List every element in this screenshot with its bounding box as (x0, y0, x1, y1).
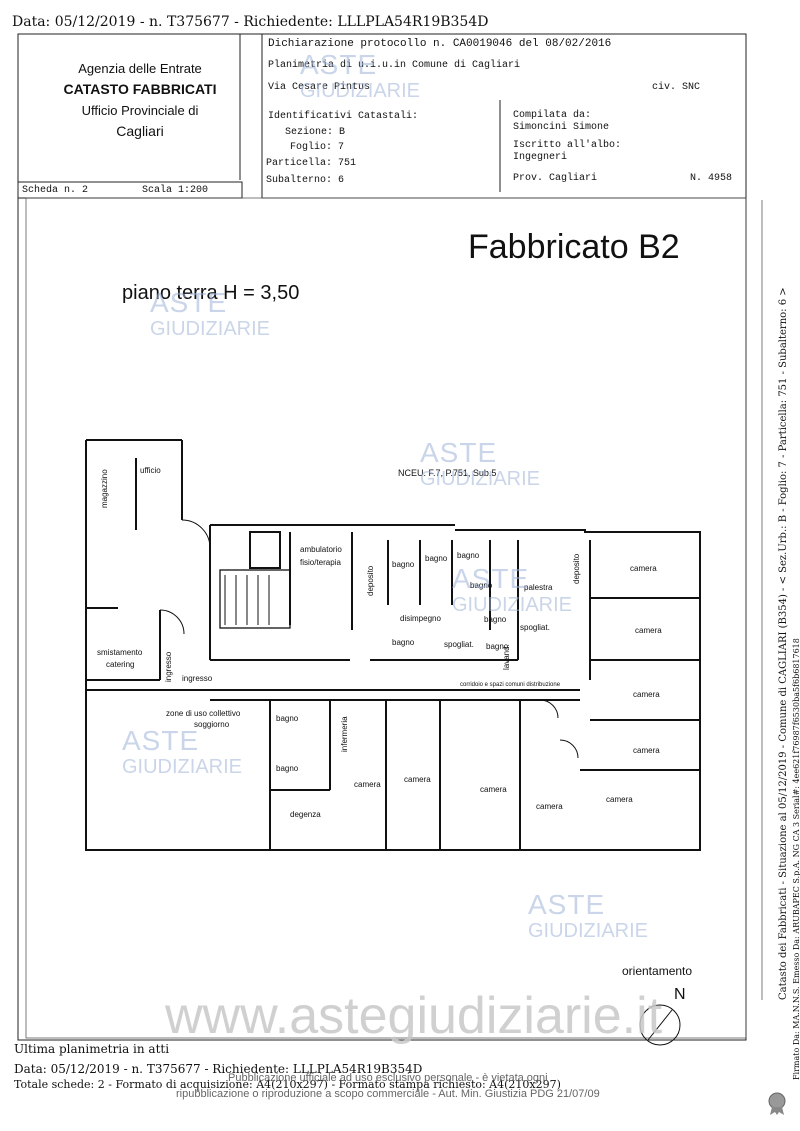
watermark-disclaimer2: ripubblicazione o riproduzione a scopo c… (176, 1088, 600, 1100)
room-catering: catering (106, 660, 135, 669)
watermark-brand-bottom: GIUDIZIARIE (420, 468, 541, 490)
protocol-subalterno: Subalterno: 6 (266, 175, 345, 186)
protocol-planimetria: Planimetria di u.i.u.in Comune di Caglia… (268, 60, 521, 71)
watermark-brand-bottom: GIUDIZIARIE (122, 756, 243, 778)
room-infermeria: infermeria (340, 716, 349, 752)
watermark-logo: ASTE GIUDIZIARIE (150, 287, 271, 342)
room-smistamento: smistamento (97, 648, 143, 657)
agency-line3: Ufficio Provinciale di (81, 103, 199, 118)
side-text-signature: Firmato Da: MA.N.N.S. Emesso Da: ARUBAPE… (792, 638, 800, 1080)
watermark-brand-bottom: GIUDIZIARIE (300, 80, 421, 102)
watermark-brand-bottom: GIUDIZIARIE (528, 920, 649, 942)
plan-ncu: NCEU. F.7, P.751, Sub.5 (398, 468, 497, 478)
room-ufficio: ufficio (140, 466, 161, 475)
footer-line1: Data: 05/12/2019 - n. T375677 - Richiede… (14, 1062, 423, 1076)
north-label: N (674, 986, 686, 1003)
protocol-via: Via Cesare Pintus (268, 82, 371, 93)
watermark-disclaimer1: Pubblicazione ufficiale ad uso esclusivo… (228, 1072, 548, 1084)
watermark-brand-top: ASTE (122, 725, 200, 756)
orientamento-label: orientamento (622, 964, 693, 978)
protocol-compilatore: Simoncini Simone (513, 122, 610, 133)
room-ingresso2: ingresso (182, 674, 213, 683)
room-camera5: camera (354, 780, 381, 789)
agency-line2: CATASTO FABBRICATI (63, 81, 217, 97)
room-magazzino: magazzino (100, 469, 109, 508)
protocol-sezione: Sezione: B (285, 127, 346, 138)
room-bagno1: bagno (392, 560, 415, 569)
scheda-numero: Scheda n. 2 (22, 185, 89, 196)
agency-line1: Agenzia delle Entrate (78, 61, 202, 76)
plan-title: Fabbricato B2 (468, 228, 680, 266)
agency-line4: Cagliari (116, 123, 164, 139)
protocol-albo: Ingegneri (513, 152, 568, 163)
protocol-identificativi: Identificativi Catastali: (268, 111, 419, 122)
seal-icon (764, 1090, 790, 1116)
room-camera3: camera (633, 690, 660, 699)
room-bagno6: bagno (392, 638, 415, 647)
watermark-brand-top: ASTE (452, 563, 530, 594)
room-degenza: degenza (290, 810, 321, 819)
footer-ultima: Ultima planimetria in atti (14, 1042, 170, 1056)
scheda-scala: Scala 1:200 (142, 185, 209, 196)
watermark-logo: ASTE GIUDIZIARIE (420, 437, 541, 492)
watermark-brand-top: ASTE (150, 287, 228, 318)
room-camera9: camera (606, 795, 633, 804)
protocol-numero: N. 4958 (690, 173, 733, 184)
room-spogliat: spogliat. (520, 623, 550, 632)
room-bagno8: bagno (276, 714, 299, 723)
room-lavand: lavand. (502, 644, 511, 670)
room-bagno4: bagno (470, 581, 493, 590)
room-deposito2: deposito (572, 553, 581, 584)
plan-floor: piano terra H = 3,50 (122, 282, 300, 304)
room-deposito1: deposito (366, 565, 375, 596)
room-bagno2: bagno (425, 554, 448, 563)
footer-line2: Totale schede: 2 - Formato di acquisizio… (14, 1078, 561, 1091)
watermark-brand-top: ASTE (420, 437, 498, 468)
room-fisio: fisio/terapia (300, 558, 341, 567)
room-camera1: camera (630, 564, 657, 573)
protocol-iscritto: Iscritto all'albo: (513, 140, 622, 151)
room-palestra: palestra (524, 583, 553, 592)
watermark-brand-top: ASTE (300, 49, 378, 80)
watermark-brand-bottom: GIUDIZIARIE (150, 318, 271, 340)
room-bagno7: bagno (486, 642, 509, 651)
protocol-foglio: Foglio: 7 (290, 142, 345, 153)
protocol-civ: civ. SNC (652, 82, 701, 93)
room-zone2: soggiorno (194, 720, 230, 729)
room-bagno5: bagno (484, 615, 507, 624)
watermark-logo: ASTE GIUDIZIARIE (528, 889, 649, 944)
room-disimpegno: disimpegno (400, 614, 441, 623)
protocol-compilata: Compilata da: (513, 110, 592, 121)
watermark-site: www.astegiudiziarie.it (165, 987, 663, 1045)
protocol-prov: Prov. Cagliari (513, 173, 598, 184)
room-camera6: camera (404, 775, 431, 784)
agency-block: Agenzia delle Entrate CATASTO FABBRICATI… (40, 58, 240, 142)
header-top-line: Data: 05/12/2019 - n. T375677 - Richiede… (12, 14, 489, 30)
watermark-logo: ASTE GIUDIZIARIE (300, 49, 421, 104)
watermark-brand-bottom: GIUDIZIARIE (452, 594, 573, 616)
room-ambulatorio: ambulatorio (300, 545, 342, 554)
room-camera4: camera (633, 746, 660, 755)
room-camera8: camera (536, 802, 563, 811)
room-camera7: camera (480, 785, 507, 794)
room-spogliat2: spogliat. (444, 640, 474, 649)
room-ingresso1: ingresso (164, 651, 173, 682)
side-text-cadastral: Catasto dei Fabbricati - Situazione al 0… (778, 287, 789, 1000)
protocol-particella: Particella: 751 (266, 158, 357, 169)
room-corridoio: corridoio e spazi comuni distribuzione (460, 682, 561, 688)
protocol-dichiarazione: Dichiarazione protocollo n. CA0019046 de… (268, 38, 612, 50)
room-zone1: zone di uso collettivo (166, 709, 241, 718)
watermark-brand-top: ASTE (528, 889, 606, 920)
room-bagno3: bagno (457, 551, 480, 560)
room-bagno9: bagno (276, 764, 299, 773)
room-camera2: camera (635, 626, 662, 635)
watermark-logo: ASTE GIUDIZIARIE (122, 725, 243, 780)
watermark-logo: ASTE GIUDIZIARIE (452, 563, 573, 618)
